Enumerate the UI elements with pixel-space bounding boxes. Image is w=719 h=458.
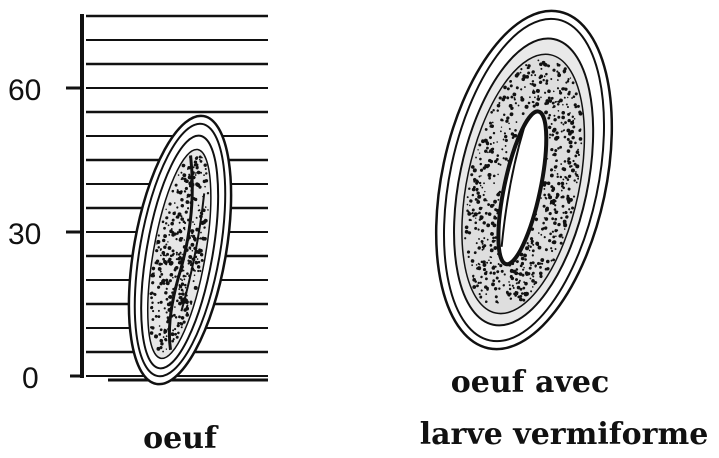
caption-egg: oeuf [143, 421, 219, 456]
egg-with-larva-illustration [408, 0, 640, 365]
tick-label-0: 0 [22, 362, 39, 395]
egg-illustration [111, 108, 249, 392]
caption-egg-with-larva-line1: oeuf avec [451, 365, 609, 400]
caption-egg-with-larva-line2: larve vermiforme [420, 417, 709, 452]
tick-label-30: 30 [8, 218, 41, 251]
tick-label-60: 60 [8, 74, 41, 107]
